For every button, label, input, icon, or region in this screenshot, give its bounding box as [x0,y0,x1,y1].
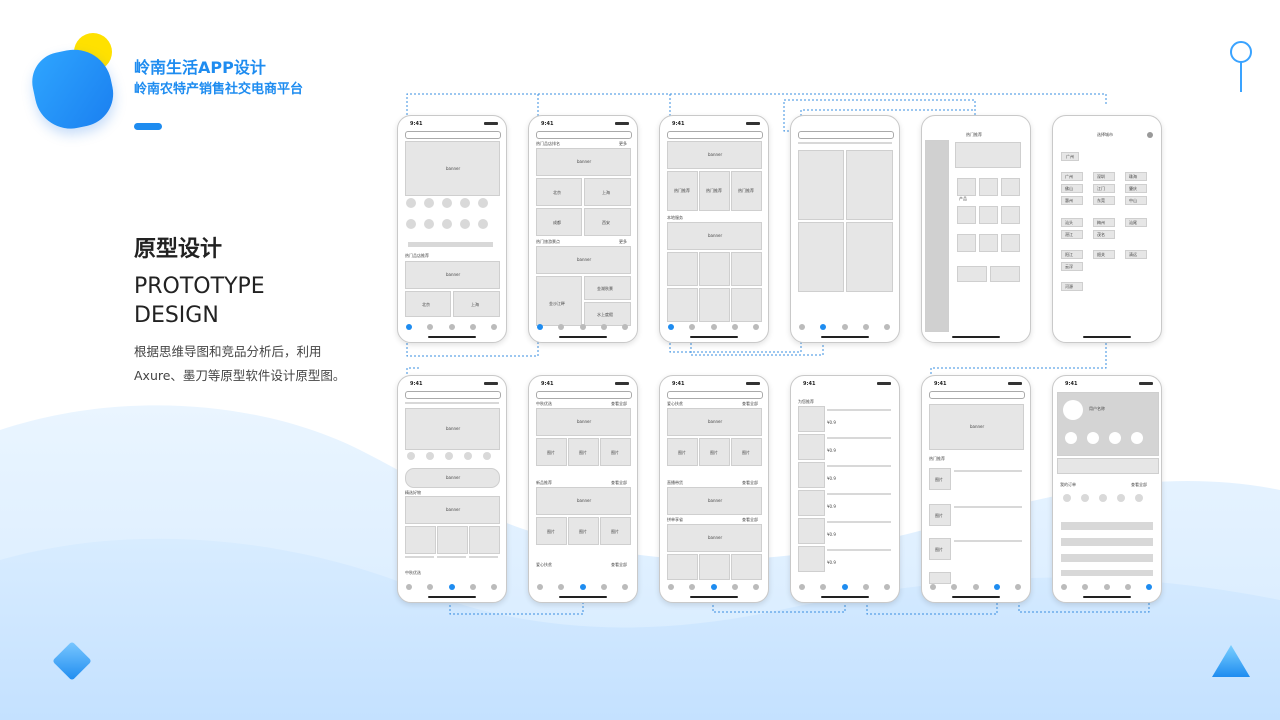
prototype-hot-products: 热门推荐 产品 [921,115,1031,343]
prototype-travel: 9:41 热门品店排名 更多 banner 北京 上海 成都 西安 热门旅游景点… [528,115,638,343]
pin-icon [1230,41,1252,92]
prototype-recommend-list: 9:41 为您推荐 ¥0.9 ¥0.9 ¥0.9 ¥0.9 ¥0.9 ¥0.9 [790,375,900,603]
prototype-category [790,115,900,343]
section-title-cn: 原型设计 [134,237,223,262]
search-bar[interactable] [405,391,501,399]
search-bar[interactable] [798,131,894,139]
search-bar[interactable] [536,131,632,139]
section-title-en: PROTOTYPE DESIGN [134,274,265,328]
status-bar: 9:41 [398,116,506,130]
prototype-service: 9:41 banner 热门推荐 热门推荐 热门推荐 本地服务 banner [659,115,769,343]
close-icon[interactable] [1147,132,1153,138]
app-subtitle: 岭南农特产销售社交电商平台 [134,82,304,97]
prototype-city-select: 选择城市 广州 广州 深圳 珠海 佛山 江门 肇庆 惠州 东莞 中山 汕头 梅州… [1052,115,1162,343]
prototype-poverty-aid: 9:41 爱心扶贫 查看全部 banner 图片 图片 图片 直播带货 查看全部… [659,375,769,603]
search-bar[interactable] [667,391,763,399]
prototype-profile: 9:41 用户名称 我的订单 查看全部 [1052,375,1162,603]
prototype-home: 9:41 banner 热门品店推荐 banner 北京 上海 [397,115,507,343]
search-bar[interactable] [536,391,632,399]
search-bar[interactable] [929,391,1025,399]
prototype-community: 9:41 banner 热门推荐 图片 图片 图片 [921,375,1031,603]
banner-block: banner [405,141,500,196]
avatar[interactable] [1063,400,1083,420]
prototype-mall: 9:41 banner banner 精选好物 banner 中秋优选 [397,375,507,603]
prototype-mid-autumn: 9:41 中秋优选 查看全部 banner 图片 图片 图片 新品推荐 查看全部… [528,375,638,603]
app-title: 岭南生活APP设计 [134,58,266,77]
search-bar[interactable] [405,131,501,139]
search-bar[interactable] [667,131,763,139]
triangle-decoration [1212,645,1250,677]
accent-bar [134,123,162,130]
section-description: 根据思维导图和竞品分析后，利用Axure、墨刀等原型软件设计原型图。 [134,344,346,383]
hot-title: 热门品店推荐 [405,253,429,258]
